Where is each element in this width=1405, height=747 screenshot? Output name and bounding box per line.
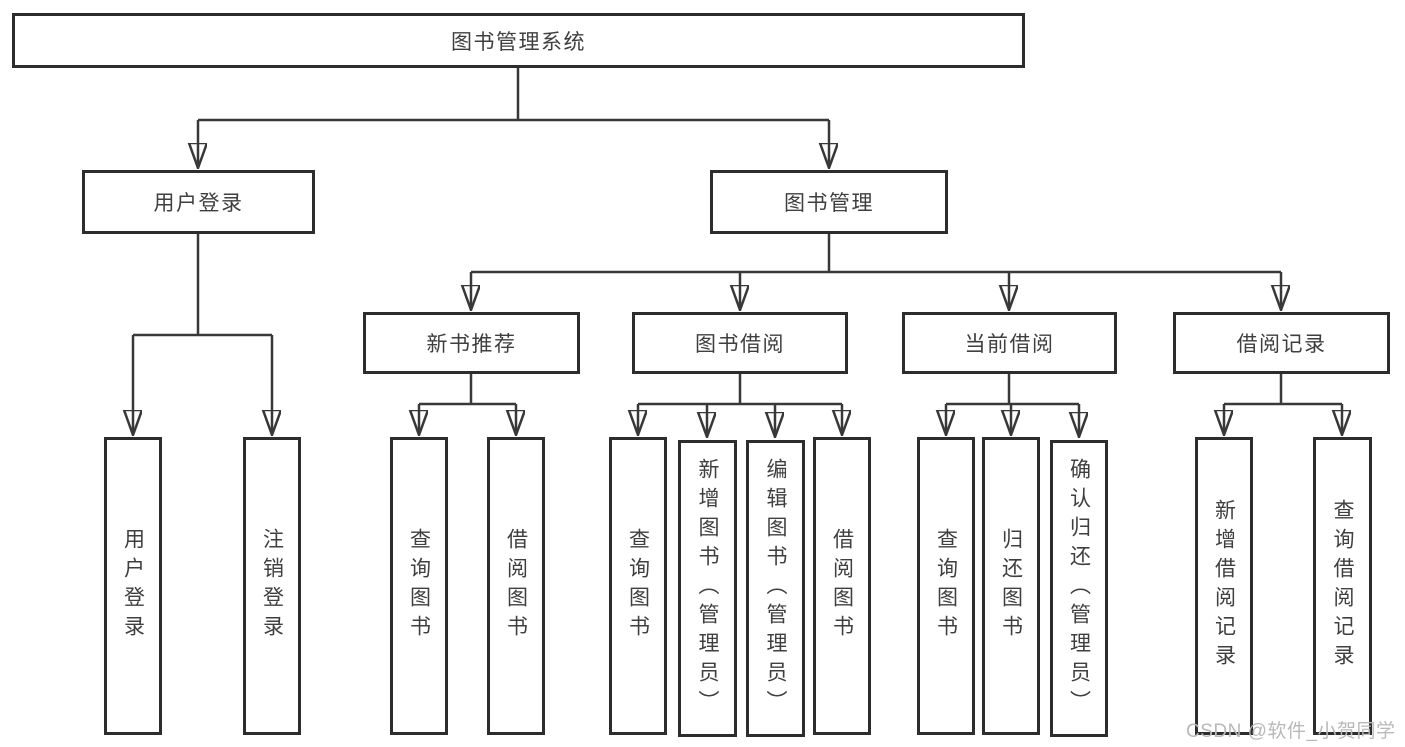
node-label: 注销登录 bbox=[260, 528, 284, 644]
node-add-books-admin: 新增图书（管理员） bbox=[678, 440, 737, 737]
node-borrowing-records: 借阅记录 bbox=[1173, 312, 1390, 374]
node-library-management-system: 图书管理系统 bbox=[12, 13, 1025, 68]
node-book-management: 图书管理 bbox=[710, 170, 948, 234]
node-current-borrowing: 当前借阅 bbox=[902, 312, 1117, 374]
node-label: 借阅图书 bbox=[830, 528, 854, 644]
node-logout: 注销登录 bbox=[243, 437, 301, 735]
node-label: 图书借阅 bbox=[695, 333, 785, 356]
node-book-borrowing: 图书借阅 bbox=[632, 312, 848, 374]
node-label: 查询借阅记录 bbox=[1331, 499, 1354, 673]
node-query-borrow-record: 查询借阅记录 bbox=[1313, 437, 1372, 735]
node-label: 当前借阅 bbox=[964, 333, 1055, 356]
node-borrow-books: 借阅图书 bbox=[487, 437, 545, 735]
node-label: 借阅图书 bbox=[504, 528, 528, 644]
node-return-books: 归还图书 bbox=[982, 437, 1040, 735]
node-label: 借阅记录 bbox=[1236, 333, 1327, 356]
node-query-books: 查询图书 bbox=[609, 437, 667, 735]
node-label: 用户登录 bbox=[153, 192, 244, 215]
node-label: 确认归还（管理员） bbox=[1067, 458, 1091, 719]
node-label: 图书管理 bbox=[784, 192, 874, 215]
node-query-books: 查询图书 bbox=[390, 437, 448, 735]
node-label: 用户登录 bbox=[121, 528, 145, 644]
node-query-books: 查询图书 bbox=[917, 437, 975, 735]
node-confirm-return-admin: 确认归还（管理员） bbox=[1050, 440, 1108, 737]
node-user-login-group: 用户登录 bbox=[82, 170, 315, 234]
node-new-book-recommendation: 新书推荐 bbox=[363, 312, 580, 374]
node-label: 新增图书（管理员） bbox=[696, 458, 719, 719]
node-label: 新增借阅记录 bbox=[1212, 499, 1236, 673]
node-edit-books-admin: 编辑图书（管理员） bbox=[746, 440, 805, 737]
node-label: 查询图书 bbox=[934, 528, 958, 644]
node-label: 查询图书 bbox=[407, 528, 431, 644]
node-add-borrow-record: 新增借阅记录 bbox=[1195, 437, 1253, 735]
node-label: 图书管理系统 bbox=[451, 30, 586, 54]
csdn-watermark: CSDN @软件_小贺同学 bbox=[1186, 721, 1396, 742]
node-label: 编辑图书（管理员） bbox=[764, 458, 787, 719]
node-label: 新书推荐 bbox=[426, 333, 517, 356]
node-label: 归还图书 bbox=[999, 528, 1023, 644]
node-label: 查询图书 bbox=[626, 528, 650, 644]
node-borrow-books: 借阅图书 bbox=[813, 437, 871, 735]
node-user-login: 用户登录 bbox=[104, 437, 162, 735]
